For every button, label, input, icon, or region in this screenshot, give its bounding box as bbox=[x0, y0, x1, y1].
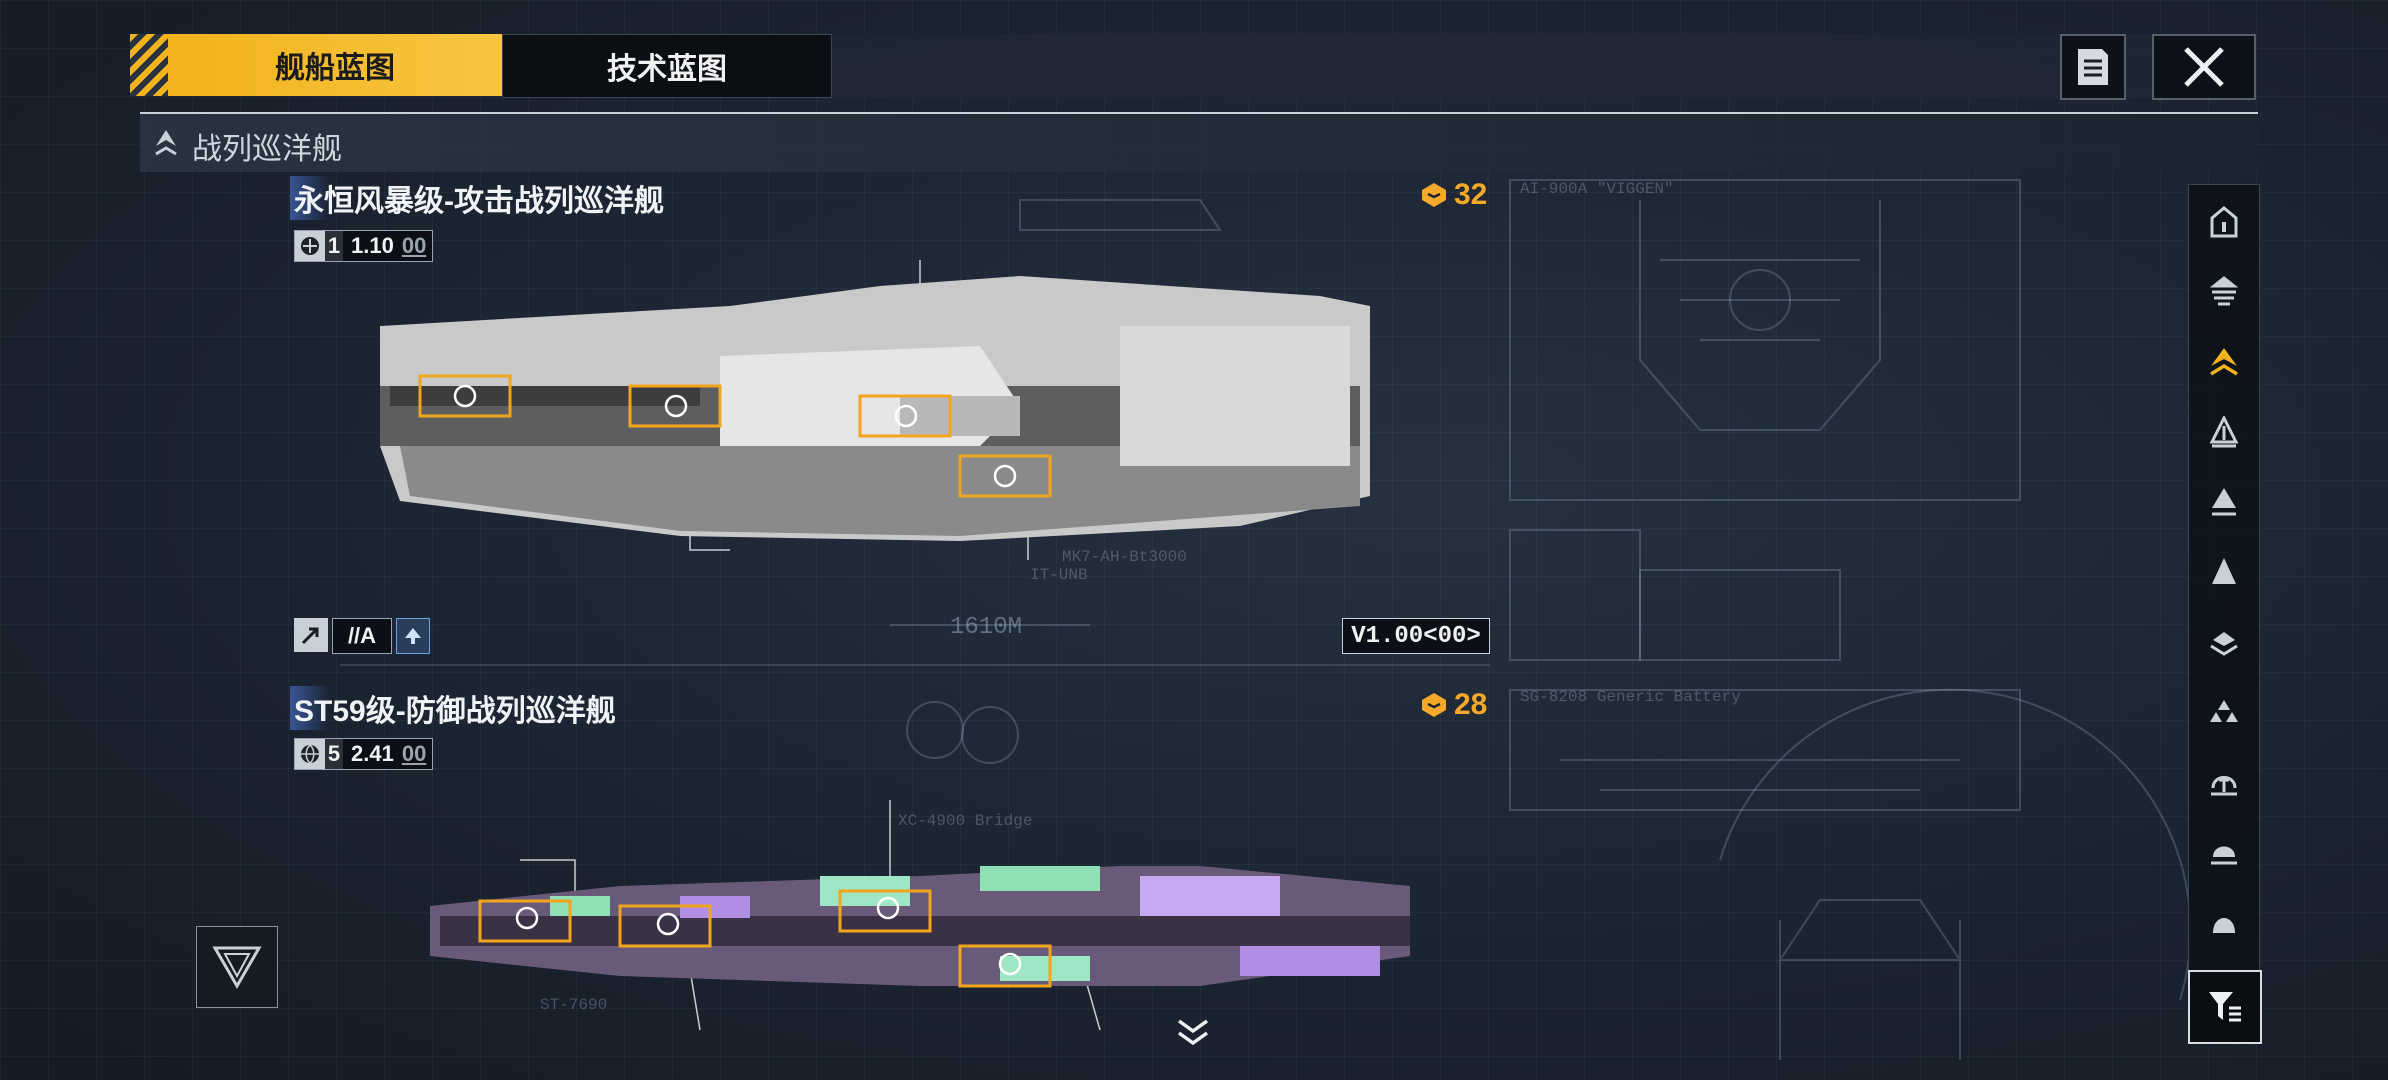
globe-icon bbox=[295, 739, 325, 769]
length-label: 1610M bbox=[950, 614, 1023, 641]
close-icon bbox=[2184, 47, 2224, 87]
cost-value: 32 bbox=[1454, 178, 1488, 211]
ship-stats: 5 2.41 00 bbox=[294, 738, 434, 770]
ship-card[interactable]: 永恒风暴级-攻击战列巡洋舰 32 1 1.10 00 bbox=[290, 176, 1490, 666]
ship-rating-suffix: 00 bbox=[401, 741, 427, 766]
sidebar-item-carrier[interactable] bbox=[2189, 537, 2259, 607]
ship-level: 5 bbox=[325, 739, 343, 769]
filter-icon bbox=[2209, 992, 2241, 1022]
cost-value: 28 bbox=[1454, 688, 1488, 721]
scroll-down-button[interactable] bbox=[1170, 1012, 1216, 1052]
section-title: 战列巡洋舰 bbox=[192, 133, 342, 166]
station-icon bbox=[2211, 776, 2237, 796]
document-icon bbox=[2078, 49, 2108, 85]
sidebar-item-flagship[interactable] bbox=[2189, 887, 2259, 957]
ship-rating: 1.10 bbox=[351, 233, 394, 258]
tab-ship-blueprints[interactable]: 舰船蓝图 bbox=[168, 34, 502, 96]
sidebar-item-auxiliary[interactable] bbox=[2189, 607, 2259, 677]
tab-tech-blueprints[interactable]: 技术蓝图 bbox=[502, 34, 832, 98]
ship-stats: 1 1.10 00 bbox=[294, 230, 434, 262]
sidebar-item-corvette[interactable] bbox=[2189, 677, 2259, 747]
rank-icon bbox=[295, 231, 325, 261]
flagship-icon bbox=[2213, 918, 2235, 933]
ship-card[interactable]: ST59级-防御战列巡洋舰 28 5 2.41 00 bbox=[290, 686, 1490, 1076]
blueprint-label: MK7-AH-Bt3000 bbox=[1062, 548, 1187, 566]
triangle-emblem-icon bbox=[212, 946, 262, 989]
sidebar-item-destroyer[interactable] bbox=[2189, 257, 2259, 327]
blueprint-label: SG-8208 Generic Battery bbox=[1520, 688, 1741, 706]
cost-icon bbox=[1422, 183, 1446, 207]
sidebar-item-frigate[interactable] bbox=[2189, 187, 2259, 257]
blueprint-label: IT-UNB bbox=[1030, 566, 1088, 584]
blueprint-label: AI-900A "VIGGEN" bbox=[1520, 180, 1674, 198]
blueprint-label: ST-7690 bbox=[540, 996, 608, 1014]
ship-model-image bbox=[380, 276, 1370, 541]
notes-button[interactable] bbox=[2060, 34, 2126, 100]
section-header: 战列巡洋舰 bbox=[140, 112, 2258, 172]
corvette-icon bbox=[2210, 700, 2238, 722]
cost-icon bbox=[1422, 693, 1446, 717]
blueprint-label: XC-4900 Bridge bbox=[898, 812, 1033, 830]
sidebar-item-dreadnought[interactable] bbox=[2189, 817, 2259, 887]
ship-rating-suffix: 00 bbox=[401, 233, 427, 258]
battlecruiser-icon bbox=[2210, 348, 2238, 376]
auxiliary-icon bbox=[2210, 632, 2238, 656]
carrier-icon bbox=[2212, 558, 2236, 584]
ship-class-sidebar bbox=[2188, 184, 2260, 1042]
ship-name: ST59级-防御战列巡洋舰 bbox=[290, 686, 620, 730]
ship-version: V1.00<00> bbox=[1342, 618, 1490, 654]
upgrade-icon bbox=[396, 618, 430, 654]
destroyer-icon bbox=[2210, 276, 2238, 306]
close-button[interactable] bbox=[2152, 34, 2256, 100]
frigate-icon bbox=[2210, 206, 2238, 238]
fleet-menu-button[interactable] bbox=[196, 926, 278, 1008]
role-icon bbox=[294, 618, 328, 652]
tab-stripe-decoration bbox=[130, 34, 168, 96]
ship-cost: 28 bbox=[1420, 688, 1487, 722]
ship-cost: 32 bbox=[1420, 178, 1487, 212]
battleship-icon bbox=[2212, 488, 2236, 516]
sidebar-item-battleship[interactable] bbox=[2189, 467, 2259, 537]
ship-level: 1 bbox=[325, 231, 343, 261]
ship-rating: 2.41 bbox=[351, 741, 394, 766]
sidebar-item-battlecruiser[interactable] bbox=[2189, 327, 2259, 397]
class-badge: //A bbox=[332, 618, 392, 654]
sidebar-item-station[interactable] bbox=[2189, 747, 2259, 817]
ship-badges: //A bbox=[294, 618, 430, 654]
sidebar-item-cruiser[interactable] bbox=[2189, 397, 2259, 467]
dreadnought-icon bbox=[2211, 846, 2237, 865]
ship-name: 永恒风暴级-攻击战列巡洋舰 bbox=[290, 176, 668, 220]
filter-button[interactable] bbox=[2188, 970, 2262, 1044]
ship-model-image bbox=[430, 866, 1410, 988]
battlecruiser-icon bbox=[155, 130, 177, 156]
chevron-down-icon bbox=[1177, 1019, 1209, 1046]
cruiser-icon bbox=[2210, 416, 2238, 448]
